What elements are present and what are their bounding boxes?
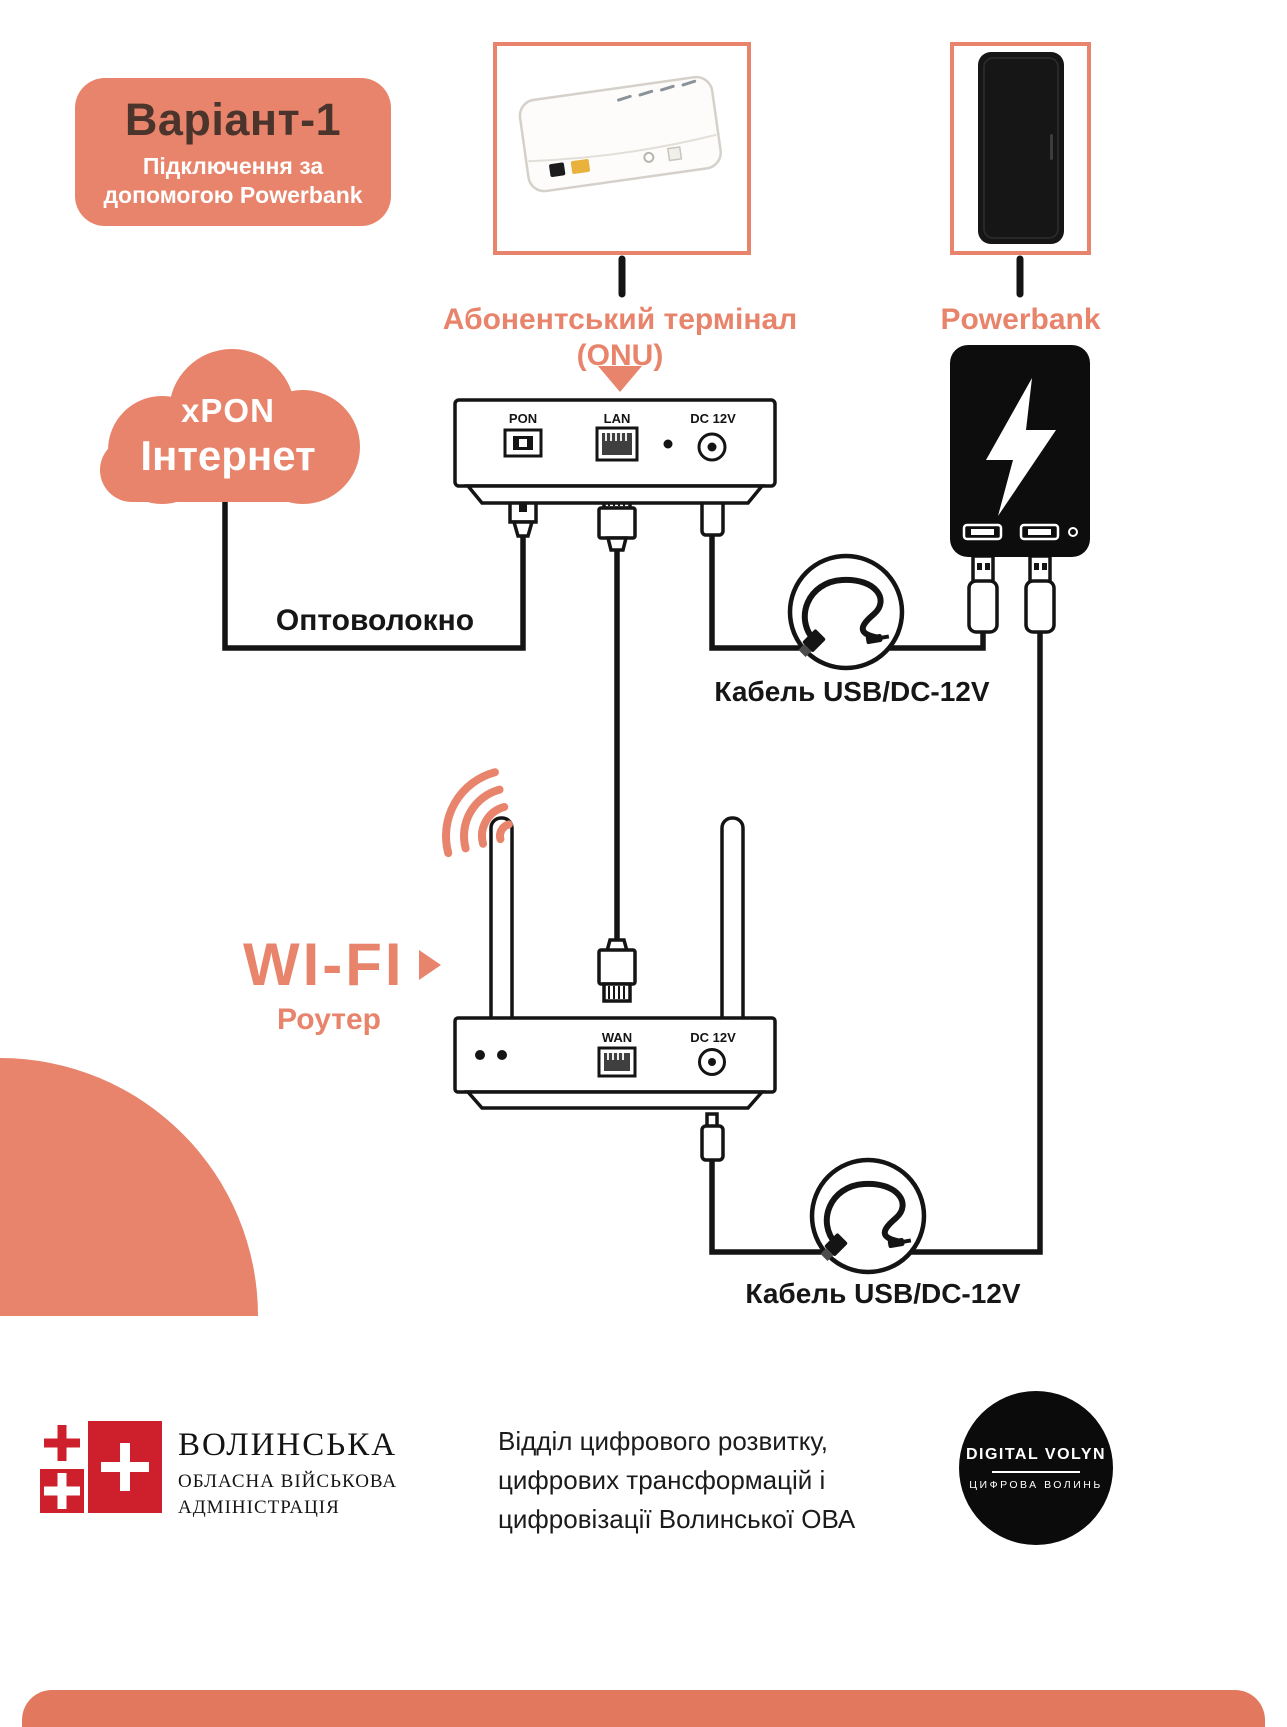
digital-volyn-badge: DIGITAL VOLYN ЦИФРОВА ВОЛИНЬ (959, 1391, 1113, 1545)
router-antenna-right (720, 816, 745, 1030)
bottom-accent-bar (22, 1690, 1265, 1727)
router-antenna-left (489, 816, 514, 1030)
variant-subtitle-line1: Підключення за (142, 153, 324, 179)
variant-card: Варіант-1 Підключення за допомогою Power… (75, 78, 391, 226)
department-text: Відділ цифрового розвитку, цифрових тран… (498, 1422, 855, 1539)
org-line2: ОБЛАСНА ВІЙСЬКОВА (178, 1471, 398, 1492)
fiber-label: Оптоволокно (275, 604, 475, 637)
onu-caption: Абонентський термінал (ONU) (420, 302, 820, 374)
onu-dc-jack-photo (666, 146, 683, 162)
onu-leds (617, 79, 697, 102)
cloud-line2: Інтернет (140, 432, 316, 479)
fiber-cable (222, 490, 526, 651)
onu-device: PON LAN DC 12V (453, 398, 777, 505)
powerbank-usb-port-left (962, 523, 1003, 541)
cable-cord (801, 576, 884, 643)
usb-connector-icon (820, 1233, 848, 1261)
router-label: Роутер (277, 1003, 381, 1036)
powerbank-device (950, 345, 1090, 557)
lightning-bolt-icon (986, 378, 1056, 516)
photo-connector-stubs (618, 255, 1024, 298)
onu-button-photo (643, 151, 655, 163)
onu-dc-label: DC 12V (690, 411, 736, 426)
powerbank-caption: Powerbank (940, 303, 1101, 336)
org-text: ВОЛИНСЬКА ОБЛАСНА ВІЙСЬКОВА АДМІНІСТРАЦІ… (178, 1427, 397, 1519)
powerbank-photo (978, 52, 1064, 244)
router-led-dot (497, 1050, 507, 1060)
volyn-flag-icon (40, 1421, 162, 1513)
cloud-line1: xPON (181, 392, 275, 429)
usb-plug-left (967, 554, 999, 634)
corner-curve-shape (0, 1058, 258, 1316)
onu-led-dot (663, 439, 673, 449)
powerbank-photo-frame (950, 42, 1091, 255)
dc-barrel-icon (887, 1238, 912, 1249)
powerbank-button (1068, 527, 1078, 537)
variant-subtitle-line2: допомогою Powerbank (103, 182, 363, 208)
onu-lan-port-photo (570, 159, 591, 174)
badge-title: DIGITAL VOLYN (965, 1445, 1107, 1463)
wifi-label: WI-FI (243, 931, 405, 998)
onu-caption-line1: Абонентський термінал (442, 303, 798, 336)
dept-line1: Відділ цифрового розвитку, (498, 1426, 829, 1456)
router-led-dot (475, 1050, 485, 1060)
onu-caption-line2: (ONU) (576, 339, 664, 372)
rj45-connector-bottom (597, 938, 637, 1003)
dept-line2: цифрових трансформацій і (498, 1465, 826, 1495)
dc-barrel-icon (865, 634, 890, 645)
org-logo (40, 1420, 162, 1516)
cloud-text: xPON Інтернет (116, 392, 340, 480)
onu-photo (518, 75, 722, 193)
usb-connector-icon (798, 629, 826, 657)
router-dc-label: DC 12V (690, 1030, 736, 1045)
dept-line3: цифровізації Волинської ОВА (498, 1504, 856, 1534)
badge-subtitle: ЦИФРОВА ВОЛИНЬ (969, 1478, 1103, 1491)
router-device: WAN DC 12V (453, 816, 777, 1110)
onu-pon-label: PON (509, 411, 537, 426)
usb-cable-label-bottom: Кабель USB/DC-12V (745, 1278, 1021, 1309)
wifi-label-row: WI-FI (243, 930, 441, 999)
cable-cord (823, 1180, 906, 1247)
badge-divider (992, 1470, 1080, 1473)
wifi-waves-icon (442, 768, 513, 858)
org-name: ВОЛИНСЬКА (178, 1427, 398, 1463)
dc-connector-router (700, 1112, 725, 1162)
usb-plug-right (1024, 554, 1056, 634)
usb-cable-label-top: Кабель USB/DC-12V (714, 676, 990, 707)
onu-lan-label: LAN (604, 411, 631, 426)
down-arrow-icon (598, 366, 642, 392)
onu-fiber-port-photo (549, 162, 566, 177)
internet-cloud (100, 349, 360, 504)
powerbank-usb-port-right (1019, 523, 1060, 541)
router-wan-label: WAN (602, 1030, 632, 1045)
usb-dc-cable-photo-top (787, 553, 905, 671)
usb-dc-cable-photo-bottom (809, 1157, 927, 1275)
onu-photo-frame (493, 42, 751, 255)
wifi-arrow-icon (418, 949, 441, 980)
variant-title: Варіант-1 (124, 94, 342, 145)
org-line3: АДМІНІСТРАЦІЯ (178, 1497, 340, 1518)
